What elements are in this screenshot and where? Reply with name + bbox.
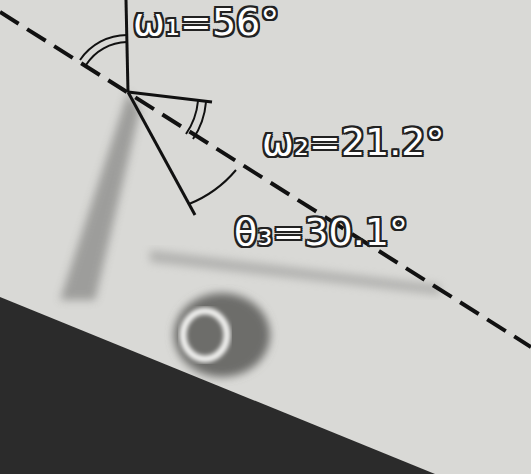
angle-arc — [189, 170, 236, 204]
angle-label: ω₂=21.2° — [262, 122, 445, 164]
angle-label: ω₁=56° — [133, 2, 279, 44]
slipstream-shadow — [150, 250, 440, 295]
reflected-shock — [128, 92, 212, 102]
angle-arc — [80, 35, 127, 60]
angle-arc — [193, 102, 206, 139]
angle-arc — [86, 42, 127, 65]
angle-label: θ₃=30.1° — [234, 212, 408, 254]
vortex-ring — [183, 311, 227, 359]
dashed-reference-line — [0, 12, 531, 347]
vortex — [174, 293, 270, 377]
angle-arc — [186, 101, 198, 134]
wedge — [0, 297, 435, 474]
incident-shock — [126, 0, 128, 92]
shock-line — [128, 92, 195, 215]
shock-shadow — [60, 92, 140, 300]
